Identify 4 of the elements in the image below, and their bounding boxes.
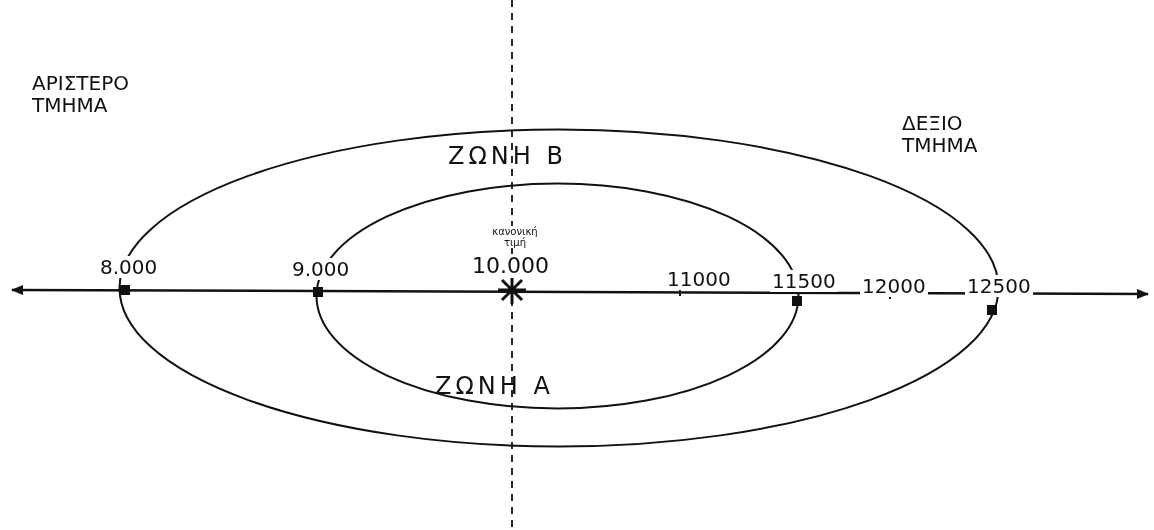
zone-label: ΖΩΝΗ Β xyxy=(448,142,567,170)
zone-label: ΖΩΝΗ Α xyxy=(435,372,554,400)
tick-value: 12500 xyxy=(965,275,1033,297)
tick-value: 11500 xyxy=(770,270,838,292)
